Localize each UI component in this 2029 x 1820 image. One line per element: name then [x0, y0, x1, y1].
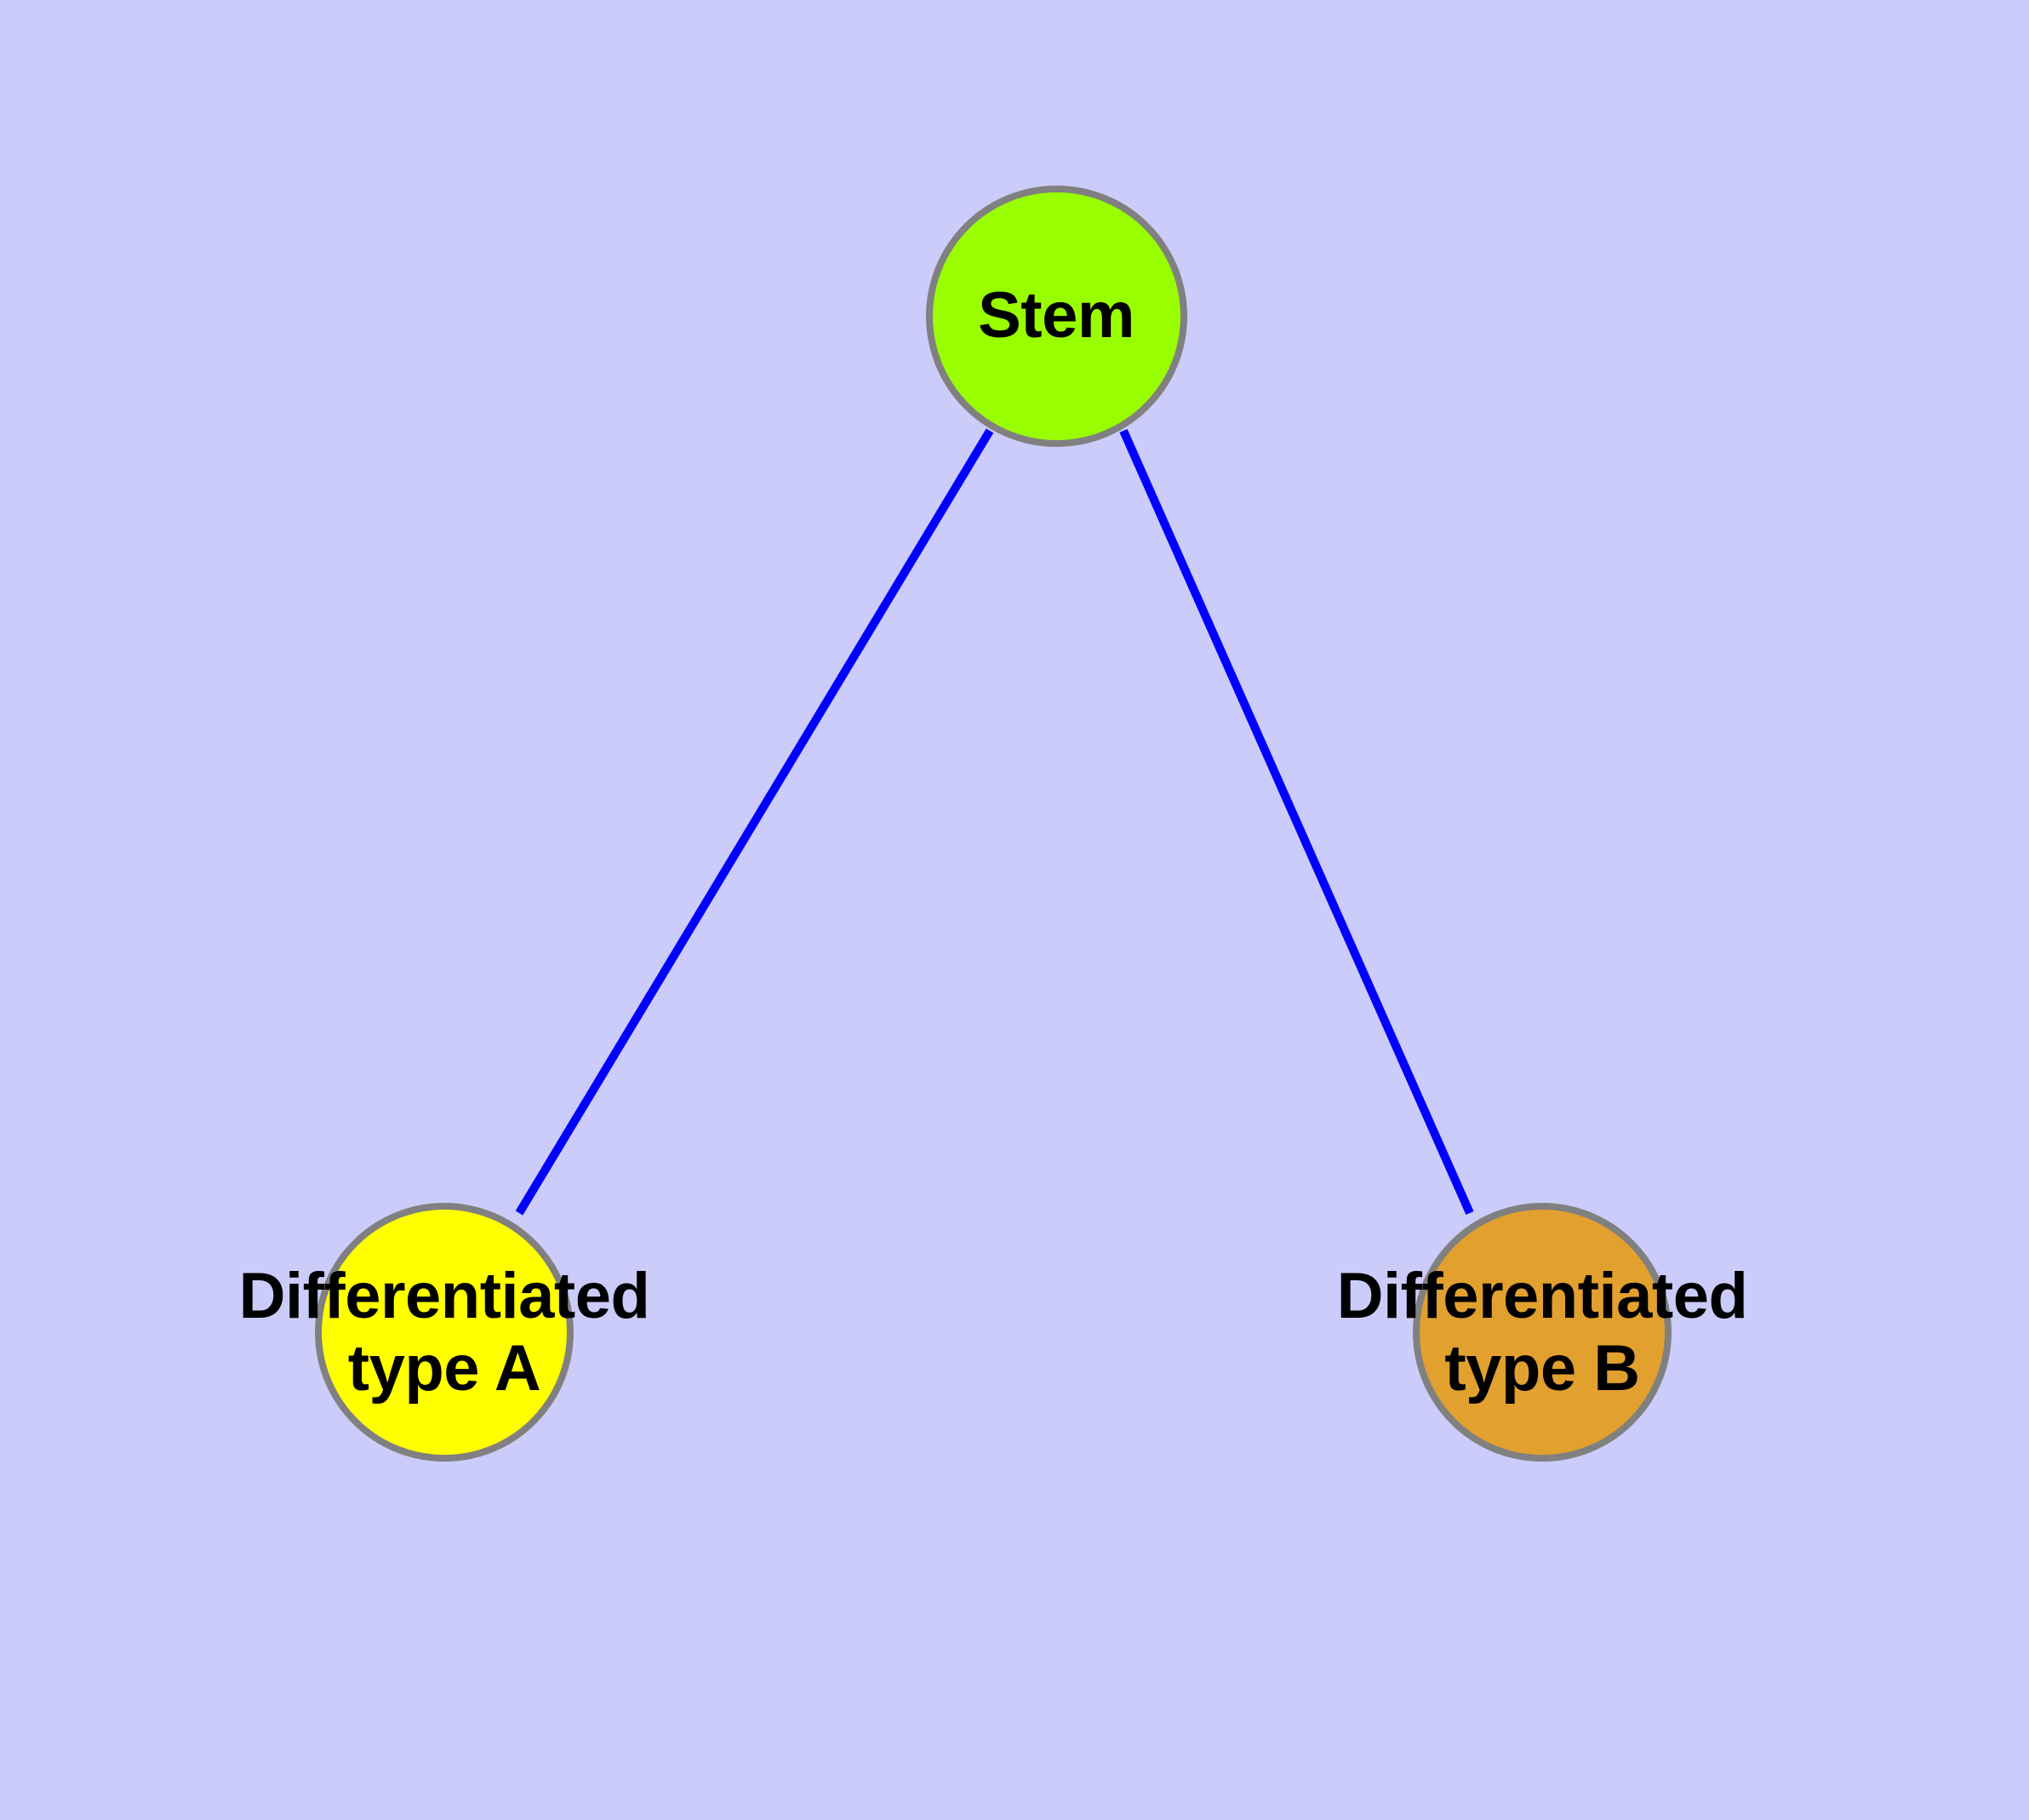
- edge-stem-to-differentiated-type-b[interactable]: [1119, 428, 1474, 1216]
- node-differentiated-type-a-circle: [315, 1203, 574, 1462]
- node-stem-circle: [925, 185, 1187, 447]
- edge-stem-to-differentiated-type-a[interactable]: [515, 428, 994, 1216]
- node-differentiated-type-b-circle: [1413, 1203, 1672, 1462]
- node-stem[interactable]: Stem: [925, 185, 1187, 447]
- node-differentiated-type-a[interactable]: Differentiated type A: [239, 1203, 650, 1462]
- node-differentiated-type-b[interactable]: Differentiated type B: [1337, 1203, 1748, 1462]
